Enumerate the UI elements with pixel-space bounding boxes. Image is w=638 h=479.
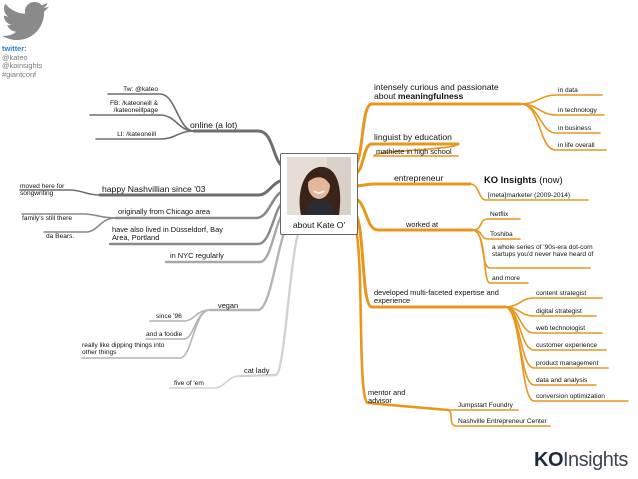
node-curious-line1: intensely curious and passionate [374, 82, 499, 92]
node-expertise-cx: customer experience [536, 342, 598, 349]
profile-photo [287, 157, 351, 215]
node-expertise-digital: digital strategist [536, 308, 582, 315]
node-nashville-songwriting: moved here for songwriting [20, 183, 65, 198]
node-mathlete: mathlete in high school [376, 147, 452, 156]
node-chicago-bears: da Bears. [46, 233, 75, 240]
branch-catlady [238, 226, 302, 378]
node-entrepreneur: entrepreneur [394, 173, 444, 183]
node-chicago: originally from Chicago area [118, 207, 211, 216]
branch-online [192, 129, 288, 170]
node-linguist: linguist by education [374, 132, 452, 142]
node-nyc: in NYC regularly [170, 251, 224, 260]
node-expertise: developed multi-faceted expertise and ex… [374, 288, 499, 306]
node-curious-technology: in technology [558, 107, 597, 114]
twitter-header: twitter: [2, 44, 27, 53]
node-nashville: happy Nashvillian since '03 [102, 184, 206, 194]
node-online-twitter: Tw: @kateo [123, 86, 158, 93]
node-expertise-product: product management [536, 360, 599, 367]
node-curious-business: in business [558, 125, 591, 132]
node-expertise-conversion: conversion optimization [536, 393, 605, 400]
node-lived: have also lived in Düsseldorf, Bay Area,… [112, 225, 223, 243]
branch-entrepreneur [350, 182, 472, 188]
node-vegan-foodie: and a foodie [146, 331, 183, 338]
center-node: about Kate O' [280, 153, 358, 235]
center-label: about Kate O' [292, 220, 346, 230]
node-mentor-jumpstart: Jumpstart Foundry [458, 402, 513, 409]
node-online: online (a lot) [190, 120, 238, 130]
node-online-facebook: FB: /kateoneill & /kateoneillpage [109, 100, 158, 115]
meaningfulness-emphasis: meaningfulness [397, 91, 464, 102]
node-worked-startups: a whole series of '90s-era dot-com start… [492, 244, 594, 259]
twitter-handle[interactable]: @koinsights [2, 61, 43, 71]
node-curious-life: in life overall [558, 142, 595, 149]
ko-insights-logo: KOInsights [534, 449, 628, 471]
node-vegan-dipping: really like dipping things into other th… [82, 342, 165, 357]
node-vegan: vegan [218, 301, 239, 310]
node-curious: intensely curious and passionate about m… [374, 82, 499, 102]
node-expertise-web: web technologist [536, 325, 586, 332]
node-curious-line2: about meaningfulness [374, 91, 464, 102]
node-mentor: mentor and advisor [368, 388, 406, 406]
node-vegan-since: since '96 [156, 313, 182, 320]
node-worked: worked at [406, 220, 439, 229]
node-worked-more: and more [492, 275, 520, 282]
node-expertise-data: data and analysis [536, 377, 588, 384]
twitter-block: twitter: @kateo @koinsights #giantconf [2, 2, 62, 79]
node-curious-data: in data [558, 87, 578, 94]
node-mentor-nec: Nashville Entrepreneur Center [458, 418, 547, 425]
node-metamarketer: [meta]marketer (2009-2014) [488, 192, 571, 199]
node-chicago-family: family's still there [22, 215, 72, 222]
node-online-linkedin: LI: /kateoneill [117, 131, 156, 138]
twitter-bird-icon [2, 2, 49, 40]
node-worked-toshiba: Toshiba [490, 231, 513, 238]
branch-mentor [350, 218, 450, 412]
twitter-hashtag[interactable]: #giantconf [2, 69, 37, 79]
node-ko-insights: KO Insights (now) [484, 174, 563, 185]
twitter-handle[interactable]: @kateo [2, 52, 28, 62]
node-catlady: cat lady [244, 366, 270, 375]
node-worked-netflix: Netflix [490, 211, 509, 218]
node-catlady-five: five of 'em [174, 380, 204, 387]
node-expertise-content: content strategist [536, 290, 587, 297]
